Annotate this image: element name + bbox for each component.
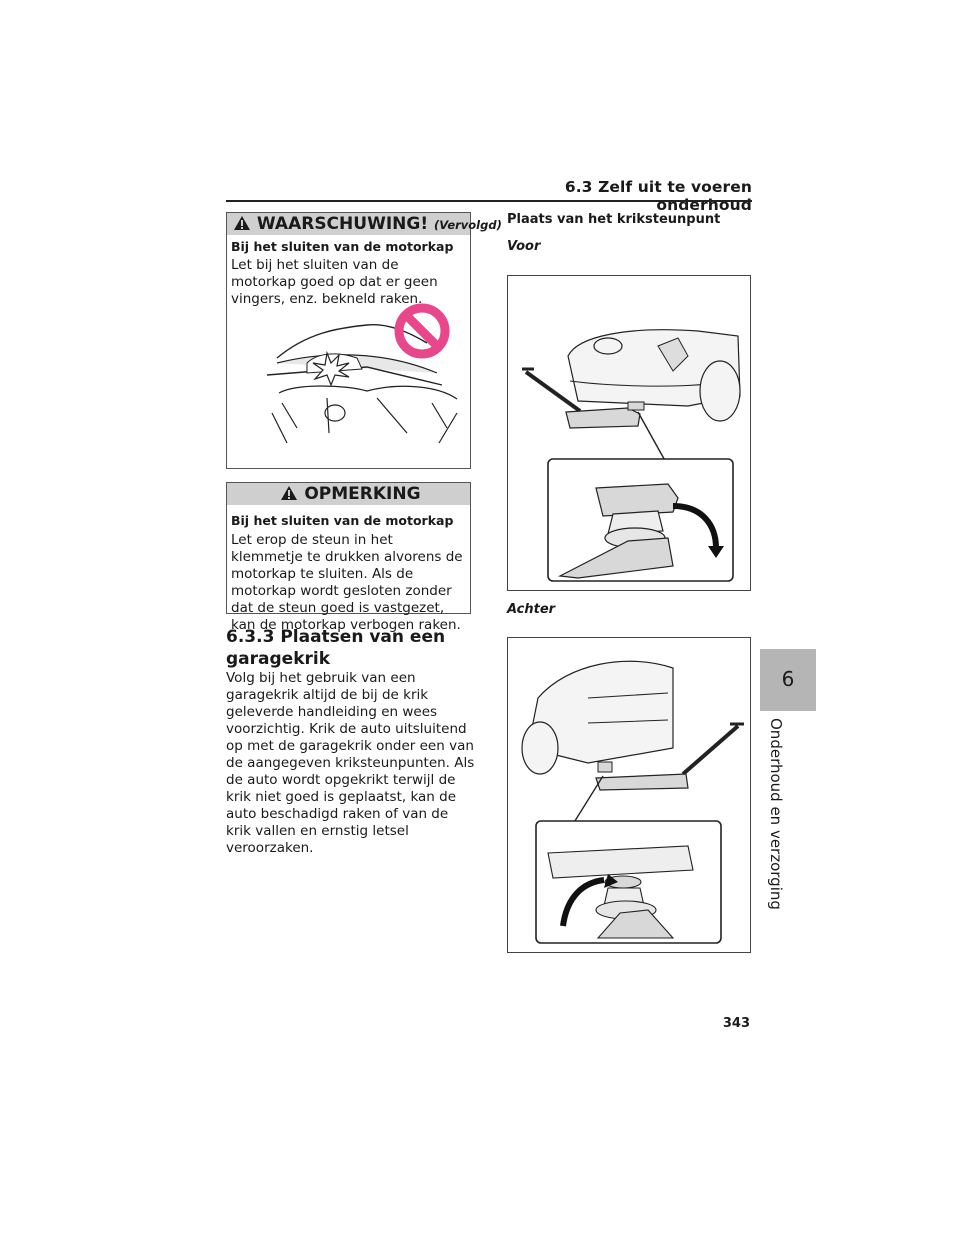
warning-title-text: WAARSCHUWING! <box>256 214 429 234</box>
chapter-number: 6 <box>781 667 795 691</box>
note-title-text: OPMERKING <box>304 484 421 504</box>
warning-box: WAARSCHUWING! (Vervolgd) Bij het sluiten… <box>226 212 502 469</box>
hood-closing-illustration <box>267 303 458 444</box>
caution-triangle-icon <box>281 486 298 500</box>
section-heading: 6.3.3 Plaatsen van een garagekrik <box>226 627 446 669</box>
front-jack-illustration <box>522 329 741 582</box>
header-divider <box>226 200 752 202</box>
section-body-text: Volg bij het gebruik van een garagekrik … <box>226 670 475 856</box>
warning-text: Let bij het sluiten van de motorkap goed… <box>231 257 438 307</box>
front-jack-point-figure <box>507 275 751 591</box>
warning-subheading: Bij het sluiten van de motorkap <box>231 239 454 254</box>
warning-title: WAARSCHUWING! (Vervolgd) <box>233 214 502 235</box>
note-text: Let erop de steun in het klemmetje te dr… <box>231 532 463 633</box>
jack-point-heading: Plaats van het kriksteunpunt <box>507 212 721 227</box>
section-header-title: 6.3 Zelf uit te voeren onderhoud <box>564 178 752 214</box>
note-subheading: Bij het sluiten van de motorkap <box>231 513 454 528</box>
note-box: OPMERKING Bij het sluiten van de motorka… <box>226 482 471 633</box>
warning-header-bar <box>227 213 470 235</box>
rear-jack-point-figure <box>507 637 751 953</box>
chapter-tab: 6 <box>760 649 816 711</box>
note-title: OPMERKING <box>233 484 468 504</box>
rear-label: Achter <box>507 602 556 617</box>
rear-jack-illustration <box>521 660 744 944</box>
warning-triangle-icon <box>234 216 250 230</box>
chapter-title: Onderhoud en verzorging <box>767 718 785 910</box>
page-number: 343 <box>722 1016 750 1031</box>
front-label: Voor <box>507 239 541 254</box>
warning-title-suffix: (Vervolgd) <box>434 218 502 232</box>
